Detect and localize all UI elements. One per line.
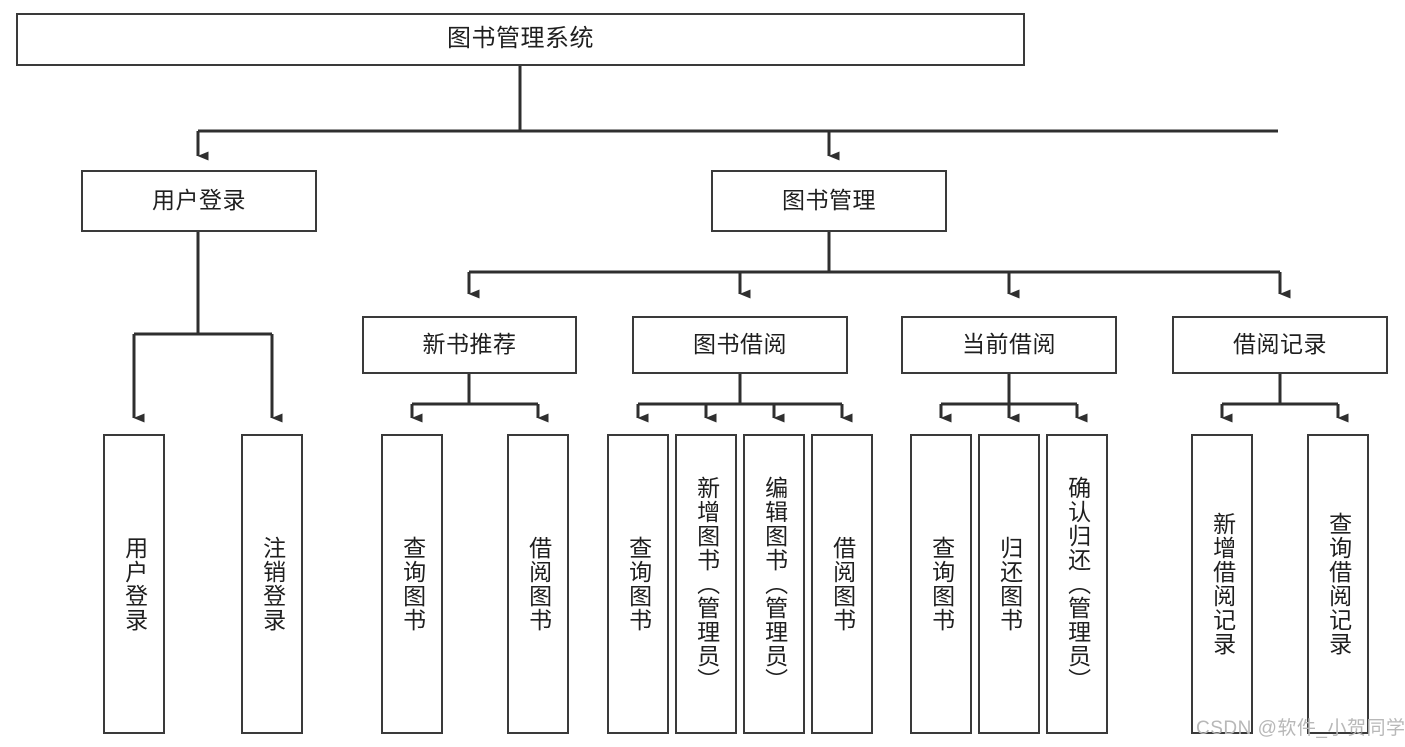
node-label: 借阅图书 xyxy=(829,536,856,632)
leaf-current-borrow-return-book[interactable]: 归还图书 xyxy=(978,434,1040,734)
node-new-book-recommend[interactable]: 新书推荐 xyxy=(362,316,577,374)
node-label: 注销登录 xyxy=(259,536,286,632)
leaf-current-borrow-query-book[interactable]: 查询图书 xyxy=(910,434,972,734)
node-label: 图书借阅 xyxy=(693,331,787,358)
leaf-borrow-record-add-record[interactable]: 新增借阅记录 xyxy=(1191,434,1253,734)
node-current-borrow[interactable]: 当前借阅 xyxy=(901,316,1117,374)
node-book-borrow[interactable]: 图书借阅 xyxy=(632,316,848,374)
leaf-new-book-borrow-book[interactable]: 借阅图书 xyxy=(507,434,569,734)
node-label: 确认归还（管理员） xyxy=(1064,476,1091,692)
node-label: 查询图书 xyxy=(625,536,652,632)
node-label: 查询图书 xyxy=(399,536,426,632)
node-label: 新增借阅记录 xyxy=(1209,512,1236,656)
leaf-book-borrow-edit-book-admin[interactable]: 编辑图书（管理员） xyxy=(743,434,805,734)
leaf-user-login-login[interactable]: 用户登录 xyxy=(103,434,165,734)
leaf-new-book-query-book[interactable]: 查询图书 xyxy=(381,434,443,734)
leaf-book-borrow-query-book[interactable]: 查询图书 xyxy=(607,434,669,734)
node-label: 借阅记录 xyxy=(1233,331,1327,358)
leaf-book-borrow-borrow-book[interactable]: 借阅图书 xyxy=(811,434,873,734)
node-user-login[interactable]: 用户登录 xyxy=(81,170,317,232)
node-label: 编辑图书（管理员） xyxy=(761,476,788,692)
node-label: 图书管理系统 xyxy=(447,25,594,53)
node-label: 用户登录 xyxy=(152,187,246,214)
node-book-management[interactable]: 图书管理 xyxy=(711,170,947,232)
node-label: 查询图书 xyxy=(928,536,955,632)
csdn-watermark: CSDN @软件_小贺同学 xyxy=(1196,718,1405,739)
node-root-book-management-system[interactable]: 图书管理系统 xyxy=(16,13,1025,66)
node-borrow-record[interactable]: 借阅记录 xyxy=(1172,316,1388,374)
node-label: 用户登录 xyxy=(121,536,148,632)
leaf-user-login-logout[interactable]: 注销登录 xyxy=(241,434,303,734)
node-label: 新书推荐 xyxy=(422,331,517,358)
node-label: 归还图书 xyxy=(996,536,1023,632)
node-label: 新增图书（管理员） xyxy=(693,476,720,692)
node-label: 借阅图书 xyxy=(525,536,552,632)
node-label: 图书管理 xyxy=(782,187,876,214)
leaf-borrow-record-query-record[interactable]: 查询借阅记录 xyxy=(1307,434,1369,734)
node-label: 当前借阅 xyxy=(962,331,1056,358)
leaf-current-borrow-confirm-return-admin[interactable]: 确认归还（管理员） xyxy=(1046,434,1108,734)
leaf-book-borrow-add-book-admin[interactable]: 新增图书（管理员） xyxy=(675,434,737,734)
node-label: 查询借阅记录 xyxy=(1325,512,1352,656)
